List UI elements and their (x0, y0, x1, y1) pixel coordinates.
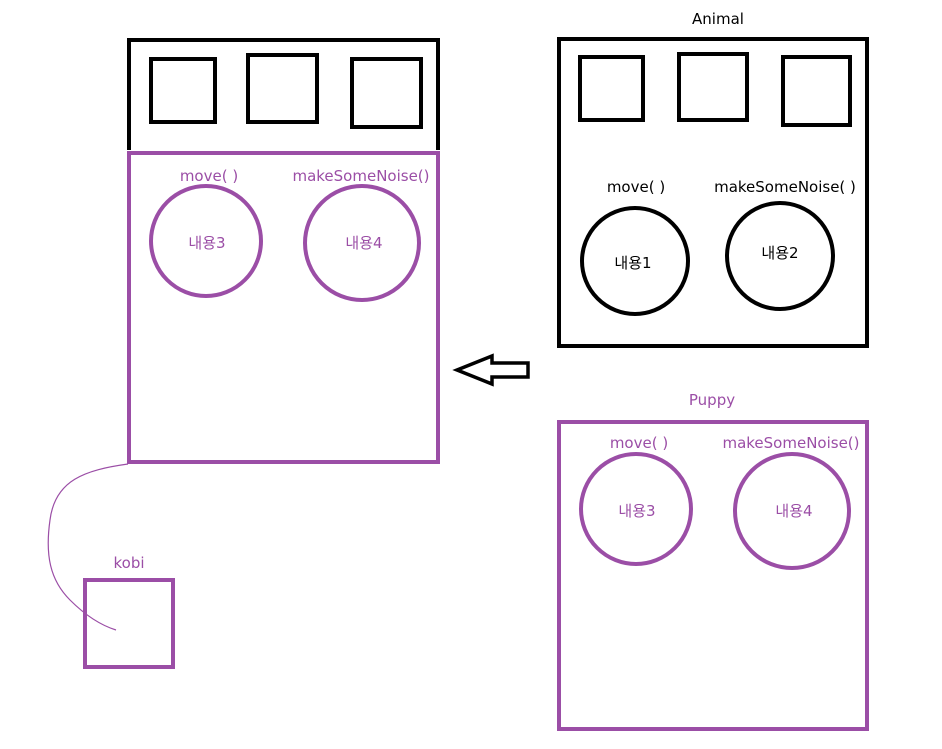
animal-method2-circle (725, 201, 835, 311)
left-object-field-frame (127, 38, 440, 150)
left-method1-circle (149, 184, 263, 298)
animal-method2-name: makeSomeNoise( ) (714, 178, 856, 196)
left-object: move( ) 내용3 makeSomeNoise() 내용4 (127, 38, 440, 464)
animal-method1-name: move( ) (607, 178, 665, 196)
puppy-frame (557, 420, 869, 731)
kobi-variable: kobi (83, 554, 175, 669)
animal-class: Animal move( ) 내용1 makeSomeNoise( ) 내용2 (557, 10, 869, 348)
animal-frame (557, 37, 869, 348)
animal-field-3 (781, 55, 852, 127)
puppy-method1-name: move( ) (610, 434, 668, 452)
reference-line (47, 463, 129, 631)
puppy-method2-circle (733, 452, 851, 570)
animal-method1-circle (580, 206, 690, 316)
left-object-field-3 (350, 57, 423, 129)
animal-field-1 (578, 55, 645, 122)
left-object-field-1 (149, 57, 217, 124)
animal-method2-content: 내용2 (761, 244, 798, 262)
animal-field-2 (677, 52, 749, 122)
left-object-field-2 (246, 53, 319, 124)
puppy-method2-content: 내용4 (775, 502, 812, 520)
puppy-class: Puppy move( ) 내용3 makeSomeNoise() 내용4 (557, 391, 869, 731)
animal-title: Animal (692, 10, 744, 28)
puppy-method1-content: 내용3 (618, 502, 655, 520)
animal-method1-content: 내용1 (614, 254, 651, 272)
left-method1-content: 내용3 (188, 234, 225, 252)
left-object-method-area (127, 151, 440, 464)
left-method2-circle (303, 184, 421, 302)
left-method2-content: 내용4 (345, 234, 382, 252)
left-method1-name: move( ) (180, 167, 238, 185)
left-arrow-icon (452, 353, 530, 387)
kobi-label: kobi (113, 554, 144, 572)
left-method2-name: makeSomeNoise() (292, 167, 429, 185)
puppy-method1-circle (579, 452, 693, 566)
puppy-title: Puppy (689, 391, 735, 409)
puppy-method2-name: makeSomeNoise() (722, 434, 859, 452)
kobi-box (83, 578, 175, 669)
